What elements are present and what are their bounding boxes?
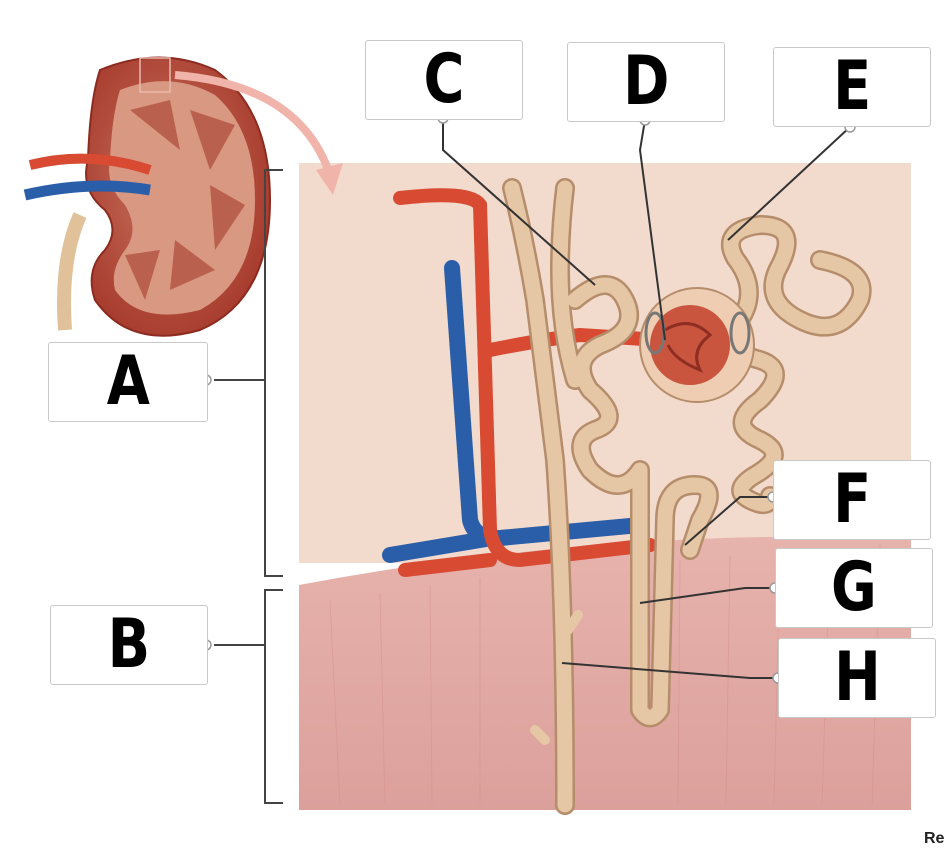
vein [382, 260, 648, 563]
glomerulus [650, 305, 730, 385]
leader-h [561, 662, 778, 679]
label-c-text: C [423, 40, 465, 119]
brackets [214, 169, 283, 804]
label-box-h[interactable]: H [778, 638, 936, 718]
leader-g [639, 587, 775, 604]
medulla-region [299, 536, 911, 810]
label-box-a[interactable]: A [48, 342, 208, 422]
label-f-text: F [832, 460, 872, 539]
label-a-text: A [106, 342, 150, 421]
leader-lines [442, 118, 851, 679]
zoom-marker [139, 57, 171, 93]
label-box-f[interactable]: F [773, 460, 931, 540]
label-d-text: D [622, 42, 670, 121]
leader-f [684, 496, 773, 546]
label-e-text: E [832, 47, 872, 126]
bracket-medulla [214, 589, 283, 804]
label-box-b[interactable]: B [50, 605, 208, 685]
leader-c [442, 118, 596, 286]
renal-corpuscle [639, 287, 755, 403]
label-g-text: G [831, 548, 877, 627]
leader-d [638, 119, 666, 341]
reset-link[interactable]: Re [924, 830, 945, 847]
label-box-g[interactable]: G [775, 548, 933, 628]
kidney-thumbnail [23, 56, 343, 337]
label-h-text: H [833, 638, 881, 717]
leader-e [727, 126, 851, 241]
main-panel [299, 163, 911, 810]
bracket-cortex [214, 169, 283, 577]
label-box-e[interactable]: E [773, 47, 931, 127]
label-box-d[interactable]: D [567, 42, 725, 122]
label-box-c[interactable]: C [365, 40, 523, 120]
label-b-text: B [107, 605, 151, 684]
zoom-arrow [174, 71, 334, 177]
